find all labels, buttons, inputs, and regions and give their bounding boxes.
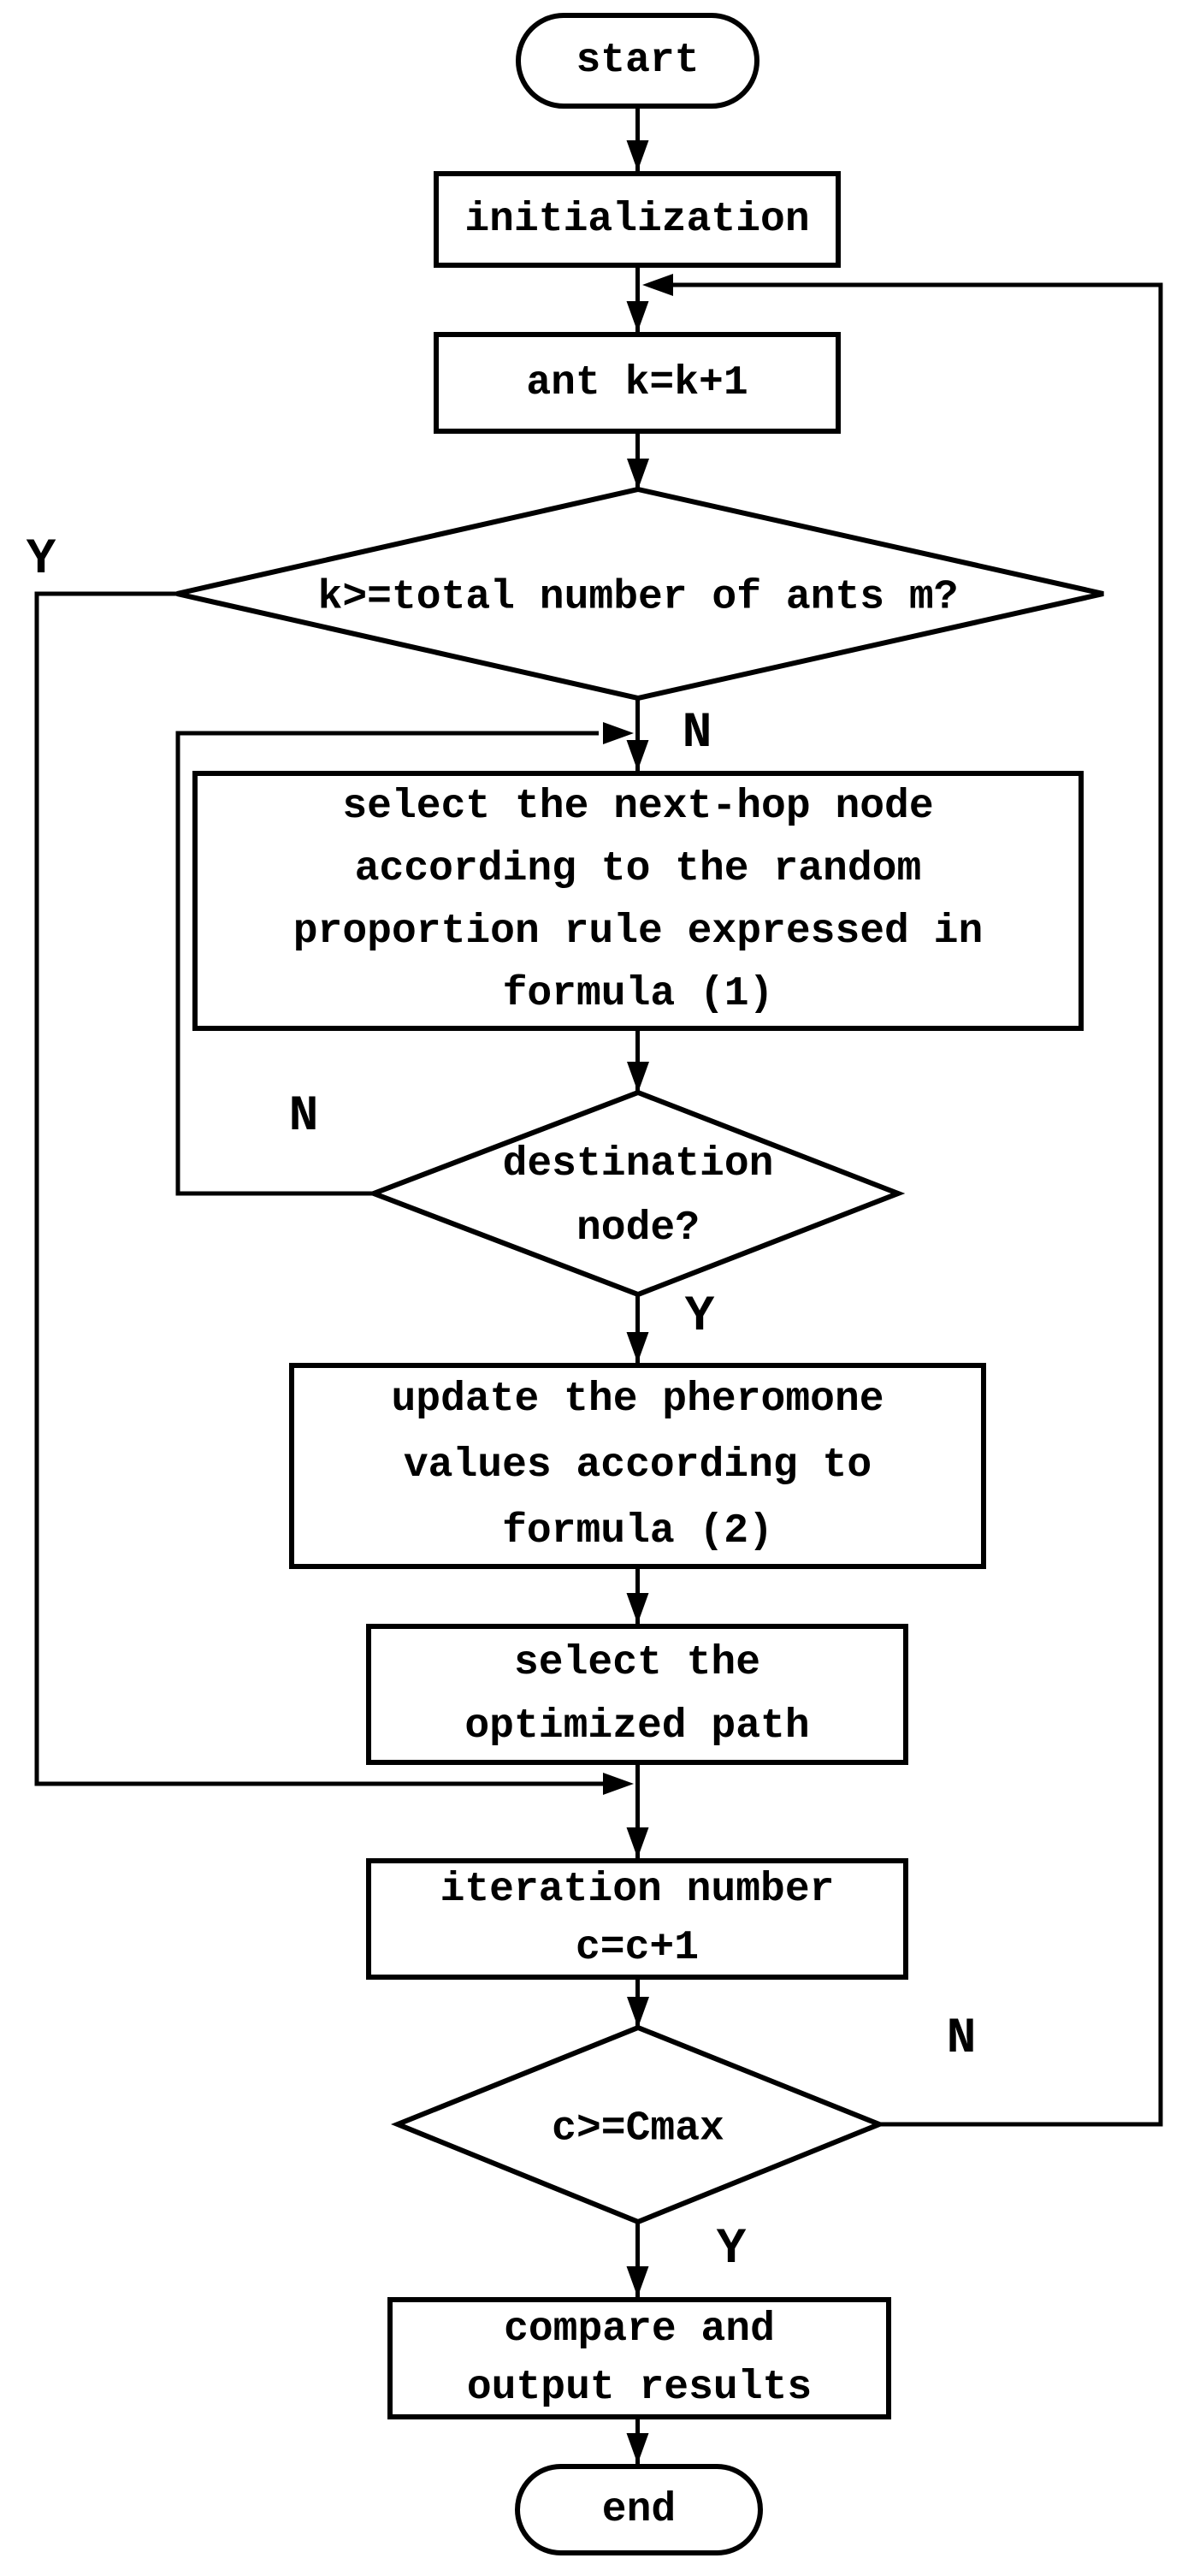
arrowhead-feedback-join — [642, 274, 673, 296]
edge-cmax-no-feedback — [648, 282, 1163, 2127]
destination-check-text: node? — [576, 1205, 700, 1252]
node-compare-output-line: output results — [466, 2364, 813, 2411]
node-select-optimized-path: select the optimized path — [366, 1624, 908, 1765]
node-end: end — [515, 2464, 763, 2555]
arrowhead-into-select-optimized — [626, 1593, 649, 1624]
ants-check-text: k>=total number of ants m? — [317, 574, 959, 621]
ants-check-diamond — [176, 486, 1104, 702]
arrowhead-into-destination-check — [627, 1062, 649, 1093]
branch-label-destination-no: N — [288, 1089, 319, 1145]
edge-ants-yes-branch — [34, 591, 623, 1786]
branch-label-ants-yes: Y — [26, 532, 56, 588]
arrowhead-into-cmax-check — [627, 1997, 649, 2028]
arrowhead-into-end — [626, 2433, 649, 2464]
cmax-check-diamond — [390, 2024, 887, 2225]
node-compare-output: compare and output results — [387, 2297, 891, 2419]
cmax-check-text: c>=Cmax — [552, 2105, 724, 2153]
arrowhead-into-compare — [626, 2266, 649, 2297]
arrowhead-into-iteration — [626, 1827, 649, 1858]
node-initialization-label: initialization — [464, 196, 810, 243]
node-update-pheromone-line: update the pheromone — [391, 1377, 884, 1423]
branch-label-destination-yes: Y — [684, 1289, 715, 1345]
node-iteration-increment-line: c=c+1 — [575, 1925, 700, 1971]
node-select-next-hop-line: select the next-hop node — [342, 784, 934, 830]
branch-label-cmax-yes: Y — [716, 2222, 747, 2277]
node-update-pheromone-line: formula (2) — [502, 1508, 773, 1554]
node-end-label: end — [601, 2486, 677, 2533]
cmax-check-label: c>=Cmax — [552, 2098, 724, 2162]
node-update-pheromone: update the pheromone values according to… — [289, 1363, 986, 1569]
destination-check-diamond — [366, 1089, 906, 1298]
arrowhead-into-initialization — [626, 140, 649, 171]
arrowhead-destination-loop-join — [603, 722, 634, 744]
node-ant-increment-label: ant k=k+1 — [526, 359, 748, 406]
node-select-optimized-path-line: optimized path — [464, 1703, 810, 1750]
node-select-next-hop-line: proportion rule expressed in — [293, 909, 984, 955]
branch-label-ants-no: N — [682, 706, 712, 761]
arrowhead-ants-yes-join — [603, 1773, 634, 1795]
ants-check-label: k>=total number of ants m? — [318, 566, 959, 631]
branch-label-cmax-no: N — [946, 2011, 977, 2067]
arrowheads — [603, 140, 673, 2464]
node-update-pheromone-line: values according to — [403, 1442, 872, 1489]
arrowhead-into-ant — [626, 301, 649, 332]
node-select-optimized-path-line: select the — [513, 1639, 761, 1686]
node-compare-output-line: compare and — [504, 2306, 775, 2353]
node-iteration-increment-line: iteration number — [440, 1867, 835, 1913]
arrowhead-into-ants-check — [627, 459, 649, 489]
node-iteration-increment: iteration number c=c+1 — [366, 1858, 908, 1980]
node-select-next-hop: select the next-hop node according to th… — [192, 771, 1084, 1031]
arrowhead-into-select-next-hop — [626, 740, 649, 771]
node-select-next-hop-line: according to the random — [354, 846, 922, 892]
node-start-label: start — [576, 38, 700, 84]
destination-check-text: destination — [502, 1141, 774, 1187]
node-ant-increment: ant k=k+1 — [434, 332, 841, 434]
destination-check-label: destination node? — [503, 1133, 774, 1261]
arrowhead-into-update-pheromone — [626, 1332, 649, 1363]
edge-destination-no-loop — [175, 731, 599, 1196]
node-start: start — [516, 13, 759, 109]
node-select-next-hop-line: formula (1) — [502, 971, 774, 1017]
node-initialization: initialization — [434, 171, 841, 268]
